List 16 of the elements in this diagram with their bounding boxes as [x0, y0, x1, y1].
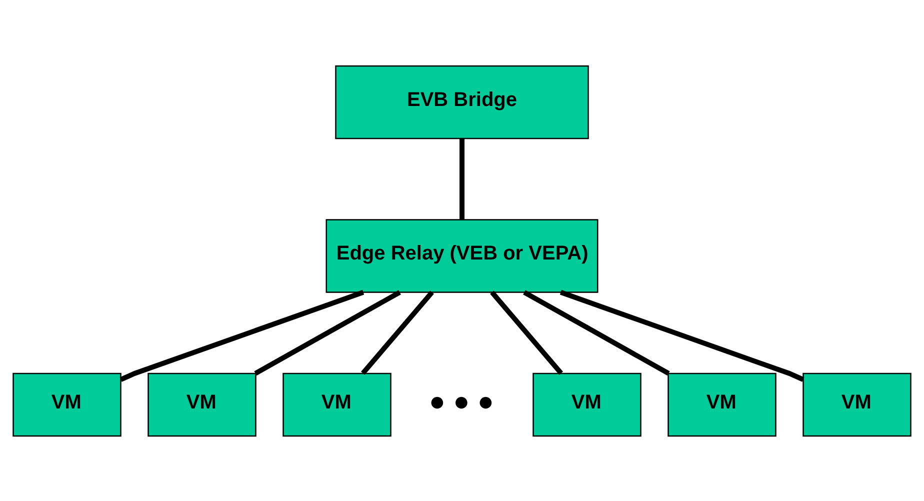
node-box: VM	[668, 372, 776, 436]
connector	[360, 290, 434, 374]
node-box: VM	[532, 372, 642, 436]
connector	[460, 138, 464, 219]
connector	[560, 289, 804, 382]
connector	[120, 289, 364, 382]
connector	[254, 290, 401, 376]
connector	[523, 290, 670, 376]
label: ● ● ●	[428, 385, 494, 416]
node-box: VM	[282, 372, 392, 436]
node-box: VM	[148, 372, 256, 436]
node-box: EVB Bridge	[335, 64, 589, 139]
node-box: VM	[12, 372, 122, 436]
connector	[490, 290, 564, 374]
node-box: VM	[802, 372, 912, 436]
node-box: Edge Relay (VEB or VEPA)	[326, 218, 598, 292]
